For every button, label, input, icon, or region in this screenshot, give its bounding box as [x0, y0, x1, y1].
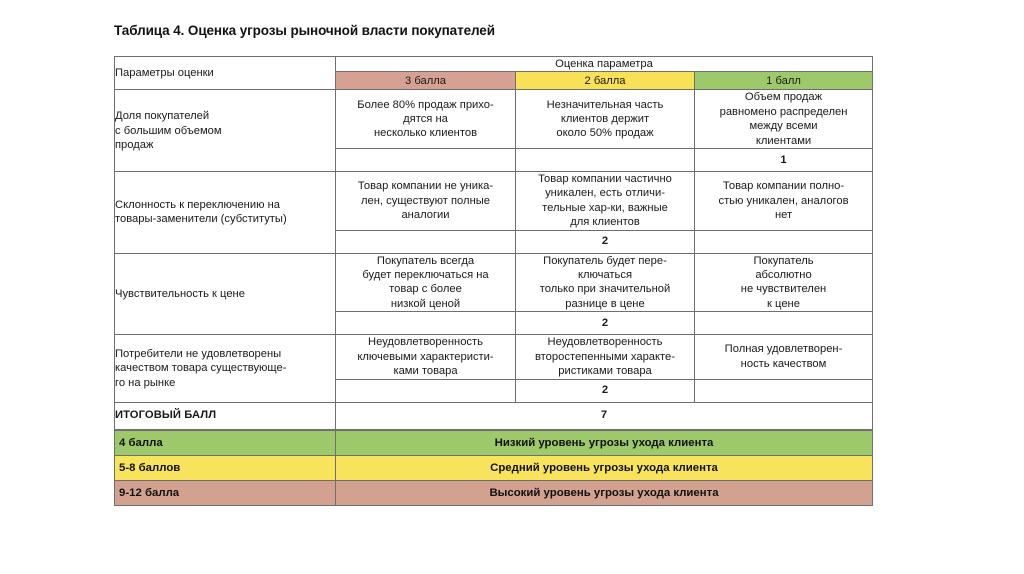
row-score-value: 2	[515, 311, 695, 336]
row-score-value: 1	[693, 148, 874, 173]
score-band-3-header: 3 балла	[335, 71, 516, 91]
row-option-3-cell: Товар компании не уника-лен, существуют …	[335, 171, 516, 231]
legend-desc-low: Низкий уровень угрозы ухода клиента	[335, 429, 873, 456]
legend-desc-medium-label: Средний уровень угрозы ухода клиента	[490, 461, 718, 474]
total-label-cell: ИТОГОВЫЙ БАЛЛ	[114, 401, 336, 430]
row-score-slot-1	[693, 311, 874, 336]
page-title: Таблица 4. Оценка угрозы рыночной власти…	[114, 23, 495, 38]
score-band-2-label: 2 балла	[584, 74, 626, 87]
legend-row-high: 9-12 балла Высокий уровень угрозы ухода …	[114, 479, 873, 506]
legend-range-high-label: 9-12 балла	[119, 486, 180, 499]
table-score-row: 2	[115, 311, 874, 336]
header-assessment-cell: Оценка параметра	[334, 55, 874, 73]
row-score-text: 2	[601, 384, 609, 397]
row-score-slot-3	[335, 229, 516, 254]
legend-desc-low-label: Низкий уровень угрозы ухода клиента	[494, 436, 714, 449]
row-score-slot-3	[335, 378, 516, 403]
legend-desc-medium: Средний уровень угрозы ухода клиента	[335, 454, 873, 481]
row-option-1-cell: Товар компании полно-стью уникален, анал…	[693, 171, 874, 231]
legend-range-medium-label: 5-8 баллов	[119, 461, 181, 474]
legend-range-low-label: 4 балла	[119, 436, 163, 449]
row-score-slot-1	[693, 378, 874, 403]
row-score-slot-2	[515, 148, 695, 173]
row-parameter-cell: Чувствительность к цене	[114, 252, 336, 336]
header-assessment-label: Оценка параметра	[555, 58, 653, 70]
row-score-value: 2	[515, 229, 695, 254]
header-parameters-cell: Параметры оценки	[114, 55, 336, 91]
legend-range-medium: 5-8 баллов	[114, 454, 336, 481]
row-option-1-cell: Полная удовлетворен-ность качеством	[693, 334, 874, 380]
assessment-table: Параметры оценки Оценка параметра 3 балл…	[114, 55, 874, 430]
assessment-table-wrapper: Параметры оценки Оценка параметра 3 балл…	[114, 55, 874, 506]
total-value: 7	[600, 409, 608, 422]
score-band-2-header: 2 балла	[515, 71, 695, 91]
legend-row-low: 4 балла Низкий уровень угрозы ухода клие…	[114, 429, 873, 456]
table-row: Чувствительность к цене Покупатель всегд…	[114, 252, 874, 336]
row-score-slot-3	[335, 311, 516, 336]
table-header-row-2: 3 балла 2 балла 1 балл	[115, 71, 874, 91]
row-score-slot-3	[335, 148, 516, 173]
row-score-slot-1	[693, 229, 874, 254]
row-score-text: 2	[601, 317, 609, 330]
table-score-row: 1	[115, 148, 874, 173]
row-option-3-text: Товар компании не уника-лен, существуют …	[357, 180, 494, 222]
row-parameter-label: Чувствительность к цене	[115, 287, 245, 300]
header-parameters-label: Параметры оценки	[115, 67, 214, 79]
total-row: ИТОГОВЫЙ БАЛЛ 7	[114, 401, 874, 430]
row-score-value: 2	[515, 378, 695, 403]
row-score-text: 2	[601, 235, 609, 248]
row-option-1-text: Товар компании полно-стью уникален, анал…	[718, 180, 849, 222]
table-score-row: 2	[115, 229, 874, 254]
row-option-1-text: Полная удовлетворен-ность качеством	[724, 343, 843, 370]
score-band-1-label: 1 балл	[766, 74, 801, 87]
legend-row-medium: 5-8 баллов Средний уровень угрозы ухода …	[114, 454, 873, 481]
total-label: ИТОГОВЫЙ БАЛЛ	[115, 409, 217, 422]
table-score-row: 2	[115, 378, 874, 403]
score-band-1-header: 1 балл	[693, 71, 874, 91]
row-score-text: 1	[780, 153, 787, 166]
table-header-row-1: Параметры оценки Оценка параметра	[114, 55, 874, 91]
legend-desc-high: Высокий уровень угрозы ухода клиента	[335, 479, 873, 506]
legend-range-high: 9-12 балла	[114, 479, 336, 506]
total-value-cell: 7	[334, 401, 874, 430]
legend-desc-high-label: Высокий уровень угрозы ухода клиента	[489, 486, 719, 499]
legend-table: 4 балла Низкий уровень угрозы ухода клие…	[114, 429, 873, 506]
legend-range-low: 4 балла	[114, 429, 336, 456]
score-band-3-label: 3 балла	[405, 74, 446, 87]
